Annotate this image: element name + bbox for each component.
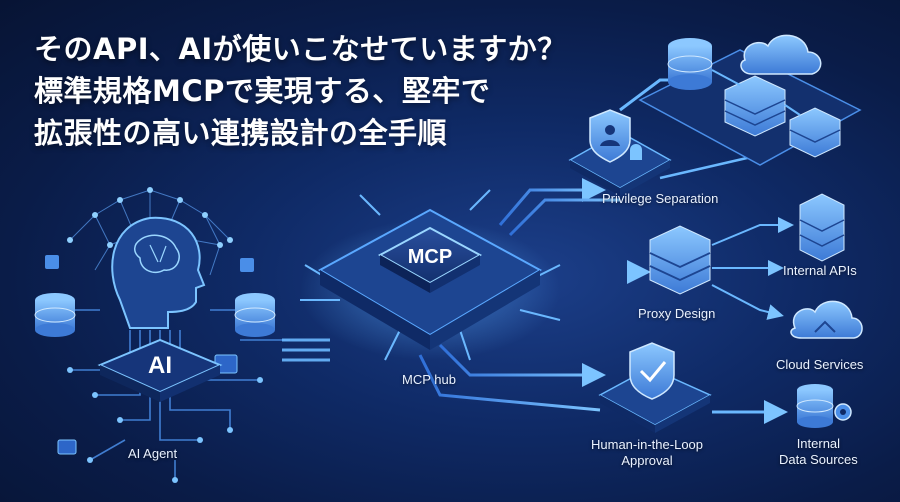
chip-icon: MCP xyxy=(377,226,483,293)
privilege-separation-node xyxy=(568,109,672,196)
mcp-chip-label: MCP xyxy=(408,246,452,268)
shield-check-icon xyxy=(629,342,675,400)
database-icon xyxy=(796,384,834,428)
mcp-hub-group: MCP xyxy=(300,189,561,361)
database-icon-right xyxy=(234,293,276,337)
internal-apis-label: Internal APIs xyxy=(783,263,857,278)
headline: そのAPI、AIが使いこなせていますか？ 標準規格MCPで実現する、堅牢で 拡張… xyxy=(34,28,567,154)
hitl-approval-label-line-1: Human-in-the-Loop xyxy=(591,437,704,452)
internal-data-sources-node xyxy=(796,384,852,428)
server-cluster xyxy=(638,34,862,166)
proxy-output-flows xyxy=(711,217,794,320)
cloud-services-label: Cloud Services xyxy=(776,357,864,372)
privilege-separation-label: Privilege Separation xyxy=(602,191,719,206)
brain-head-icon xyxy=(111,216,206,329)
chip-icon-small xyxy=(240,258,254,272)
hitl-approval-label-line-2: Approval xyxy=(621,453,673,468)
flow-to-servers-2 xyxy=(659,153,761,180)
chip-icon-small xyxy=(57,439,77,455)
circuit-nodes xyxy=(67,367,263,483)
server-stack-icon-right xyxy=(789,107,841,158)
ai-badge-chip: AI xyxy=(97,338,223,402)
proxy-design-node xyxy=(649,225,711,295)
cloud-icon-top xyxy=(740,34,822,75)
gear-icon xyxy=(834,403,852,421)
headline-line-1: そのAPI、AIが使いこなせていますか？ xyxy=(34,32,567,66)
ai-agent-group: AI xyxy=(34,187,290,483)
server-stack-icon xyxy=(649,225,711,295)
database-icon-left xyxy=(34,293,76,337)
proxy-design-label: Proxy Design xyxy=(638,306,716,321)
internal-data-sources-label-line-2: Data Sources xyxy=(779,452,858,467)
chip-icon-small xyxy=(45,255,59,269)
internal-data-sources-label: Internal Data Sources xyxy=(779,436,858,468)
hitl-approval-label: Human-in-the-Loop Approval xyxy=(591,437,703,469)
ai-agent-label: AI Agent xyxy=(128,446,178,461)
hub-output-flows xyxy=(418,178,651,412)
shield-user-icon xyxy=(589,109,631,163)
neural-network-nodes xyxy=(67,187,233,248)
server-stack-icon-apis xyxy=(799,193,845,262)
hub-traces xyxy=(300,189,561,361)
headline-line-3: 拡張性の高い連携設計の全手順 xyxy=(34,116,448,150)
user-icon xyxy=(630,144,642,160)
cloud-services-node xyxy=(790,300,863,339)
headline-line-2: 標準規格MCPで実現する、堅牢で xyxy=(34,74,491,108)
internal-data-sources-label-line-1: Internal xyxy=(796,436,841,451)
server-stack-icon-top xyxy=(724,75,786,137)
internal-apis-node xyxy=(799,193,845,262)
cloud-icon xyxy=(790,300,863,339)
mcp-hub-label: MCP hub xyxy=(402,372,456,387)
database-icon-top xyxy=(667,38,713,90)
hitl-approval-node xyxy=(598,342,712,433)
ai-badge-label: AI xyxy=(148,352,172,379)
agent-to-hub-flow xyxy=(282,338,330,362)
